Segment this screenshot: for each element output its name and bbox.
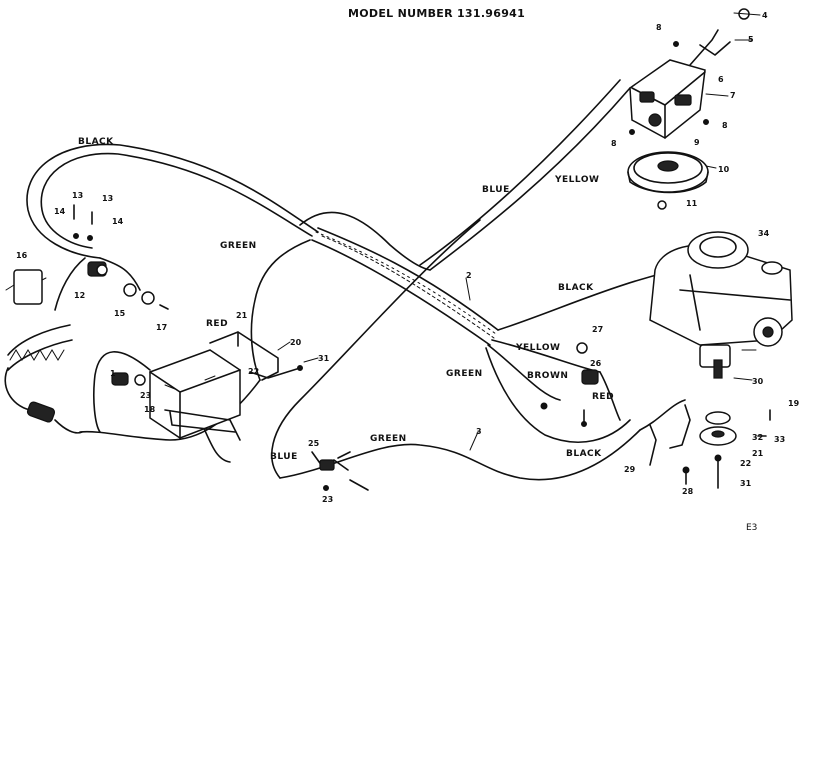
solenoid-1 [111,372,146,386]
part-29: 29 [624,465,636,474]
part-callouts [277,12,761,451]
part-8a: 8 [656,23,662,32]
part-34: 34 [758,229,770,238]
part-21a: 21 [236,311,248,320]
clips-right [649,404,691,485]
switch-25 [311,451,369,491]
part-28: 28 [682,487,694,496]
part-31a: 31 [318,354,330,363]
part-13b: 13 [102,194,113,203]
label-green-bottom: GREEN [370,434,407,444]
part-6: 6 [718,75,724,84]
switch-12 [87,261,108,277]
part-14b: 14 [112,217,124,226]
part-31b: 31 [740,479,752,488]
part-23b: 23 [322,495,333,504]
small-hardware-left [73,204,169,310]
model-number-title: MODEL NUMBER 131.96941 [348,7,525,20]
part-20: 20 [290,338,302,347]
electric-clutch-7 [629,8,750,139]
part-26: 26 [590,359,602,368]
label-green-left: GREEN [220,241,257,251]
label-brown: BROWN [527,371,568,381]
part-12: 12 [74,291,85,300]
part-14a: 14 [54,207,66,216]
part-30: 30 [752,377,764,386]
wires [26,79,701,481]
battery-19 [149,349,241,439]
part-18: 18 [144,405,156,414]
engine-pulley-hardware [699,409,771,489]
part-19: 19 [788,399,800,408]
part-8b: 8 [722,121,728,130]
label-black-top: BLACK [78,137,114,147]
label-black-right: BLACK [558,283,594,293]
part-5: 5 [748,35,754,44]
part-25: 25 [308,439,320,448]
hold-down-20 [209,331,303,381]
part-11: 11 [686,199,698,208]
label-black-bottom: BLACK [566,449,602,459]
label-red-left: RED [206,319,228,329]
label-blue-bottom: BLUE [270,452,298,462]
battery-tray-18 [164,409,241,441]
label-red-right: RED [592,392,614,402]
part-27: 27 [592,325,603,334]
part-17: 17 [156,323,167,332]
spring-lead [4,324,83,434]
pulley-10 [627,151,709,210]
part-7: 7 [730,91,736,100]
label-yellow-top: YELLOW [554,175,599,185]
part-13a: 13 [72,191,83,200]
part-8c: 8 [611,139,617,148]
part-23a: 23 [140,391,151,400]
part-9: 9 [694,138,700,147]
part-16: 16 [16,251,28,260]
engine-34 [649,231,793,379]
switch-cluster-mid [540,342,599,427]
part-21b: 21 [752,449,764,458]
part-22a: 22 [248,367,259,376]
label-green-mid: GREEN [446,369,483,379]
label-yellow-mid: YELLOW [515,343,560,353]
part-33: 33 [774,435,785,444]
part-10: 10 [718,165,730,174]
part-32: 32 [752,433,763,442]
part-22b: 22 [740,459,751,468]
label-blue-top: BLUE [482,185,510,195]
diagram-code: E3 [746,523,757,533]
coil-16 [5,269,47,305]
part-15: 15 [114,309,126,318]
part-4: 4 [762,11,768,20]
part-1: 1 [110,369,116,378]
main-harness [311,227,499,346]
part-2: 2 [466,271,472,280]
part-3: 3 [476,427,482,436]
